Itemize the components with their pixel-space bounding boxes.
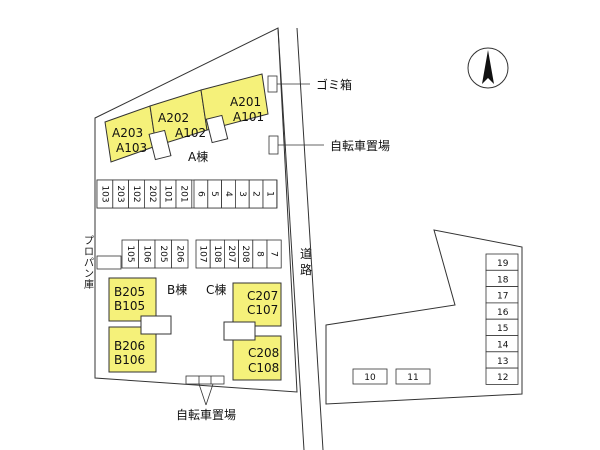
unit-c208-c108: [232, 335, 282, 381]
road-char-2: 路: [300, 262, 312, 277]
unit-a203-upper: A203: [112, 126, 143, 140]
parking-right-slot-label: 14: [497, 341, 509, 351]
stair-c: [223, 321, 256, 341]
parking-right-slot: [485, 367, 519, 385]
propane-char: ロ: [84, 247, 94, 258]
parking-bottom-slot-label: 10: [364, 373, 376, 383]
building-c-label: C棟: [206, 282, 226, 297]
propane-char: パ: [84, 257, 94, 269]
propane-label: プロパン庫: [84, 235, 94, 291]
bike-parking-bottom-box: [185, 375, 225, 385]
parking-bottom-slot-label: 11: [407, 373, 418, 383]
parking-top-right-slot-label: 1: [264, 191, 274, 197]
unit-b205-upper: B205: [114, 285, 145, 299]
building-c: C207 C107 C208 C108: [223, 282, 282, 381]
parking-top-right-slot-label: 2: [251, 191, 261, 197]
unit-a202-upper: A202: [158, 111, 189, 125]
propane-box: [96, 255, 122, 270]
unit-b105-lower: B105: [114, 299, 145, 313]
trash-box: [267, 75, 278, 93]
parking-row-mid-left: 105 106 205 206: [121, 239, 189, 269]
parking-top-left-slot: [175, 179, 193, 209]
unit-b206-upper: B206: [114, 339, 145, 353]
parking-mid-right-slot-label: 108: [212, 245, 222, 262]
parking-top-right-slot-label: 3: [237, 191, 247, 197]
parking-mid-left-slot-label: 206: [174, 245, 184, 262]
parking-mid-left-slot-label: 105: [125, 245, 135, 262]
unit-a102-lower: A102: [175, 126, 206, 140]
parking-right-slot-label: 15: [497, 324, 508, 334]
parking-right-slot-label: 16: [497, 308, 509, 318]
parking-row-top-left: 103 203 102 202 101 201: [96, 179, 193, 209]
parking-lot-right: 19 18 17 16 15 14 13 12: [485, 253, 519, 385]
parking-bottom-slot: [352, 368, 388, 385]
road-label: 道 路: [300, 247, 316, 277]
parking-top-left-slot-label: 201: [178, 185, 188, 202]
unit-a201-upper: A201: [230, 95, 261, 109]
parking-top-right-slot-label: 4: [223, 191, 233, 197]
road-char-1: 道: [300, 247, 312, 261]
stair-a-right: [205, 114, 229, 144]
building-b: B205 B105 B206 B106: [108, 277, 172, 373]
parking-top-left-slot-label: 101: [163, 185, 173, 202]
propane-char: ン: [84, 269, 94, 280]
parking-right-slot-label: 12: [497, 373, 508, 383]
unit-c208-upper: C208: [248, 346, 279, 360]
bike-parking-top-box: [268, 135, 279, 155]
parking-top-left-slot-label: 203: [115, 185, 125, 202]
parking-mid-right-slot-label: 107: [198, 245, 208, 262]
parking-mid-right-slot-label: 8: [254, 251, 264, 257]
bike-bottom-leader-2: [205, 383, 214, 406]
unit-c207-c107: [232, 282, 282, 327]
parking-mid-left-slot: [171, 239, 189, 269]
unit-a103-lower: A103: [116, 141, 147, 155]
parking-bottom-slot: [395, 368, 431, 385]
parking-top-left-slot-label: 102: [131, 185, 141, 202]
parking-mid-left-slot-label: 106: [141, 245, 151, 262]
parking-mid-right-slot: [266, 239, 282, 269]
parking-right-slot-label: 13: [497, 357, 508, 367]
trash-label: ゴミ箱: [316, 77, 352, 92]
parking-right-slot-label: 19: [497, 259, 509, 269]
unit-a101-lower: A101: [233, 110, 264, 124]
right-lot-boundary: [325, 229, 523, 405]
road-edge-left: [277, 27, 305, 450]
parking-top-right-slot: [262, 179, 278, 209]
parking-right-slot-label: 17: [497, 292, 508, 302]
unit-c108-lower: C108: [248, 361, 279, 375]
parking-right-slot-label: 18: [497, 275, 509, 285]
building-a: A203 A103 A202 A102 A201 A101: [104, 73, 269, 163]
parking-top-right-slot-label: 6: [195, 191, 205, 197]
unit-b205-b105: [108, 277, 157, 322]
propane-char: 庫: [84, 278, 94, 291]
parking-mid-right-slot-label: 208: [240, 245, 250, 262]
parking-top-right-slot-label: 5: [209, 191, 219, 197]
parking-mid-right-slot-label: 7: [269, 251, 279, 257]
unit-c207-upper: C207: [247, 289, 278, 303]
bike-parking-bottom: [185, 375, 225, 406]
parking-mid-left-slot-label: 205: [158, 245, 168, 262]
bike-parking-bottom-label: 自転車置場: [176, 408, 236, 422]
bike-parking-top-label: 自転車置場: [330, 139, 390, 153]
parking-top-left-slot-label: 202: [147, 185, 157, 202]
building-a-label: A棟: [188, 149, 208, 164]
parking-lot-bottom: 10 11: [352, 368, 431, 385]
parking-top-left-slot-label: 103: [99, 185, 109, 202]
parking-mid-right-slot-label: 207: [226, 245, 236, 262]
unit-c107-lower: C107: [247, 303, 278, 317]
bike-bottom-leader-1: [198, 383, 207, 406]
building-b-label: B棟: [167, 282, 187, 297]
stair-b: [140, 315, 172, 335]
propane-char: プ: [84, 235, 94, 247]
road-edge-right: [296, 27, 324, 450]
unit-b106-lower: B106: [114, 353, 145, 367]
stair-a-left: [148, 129, 172, 161]
north-arrow-icon: [467, 47, 509, 89]
